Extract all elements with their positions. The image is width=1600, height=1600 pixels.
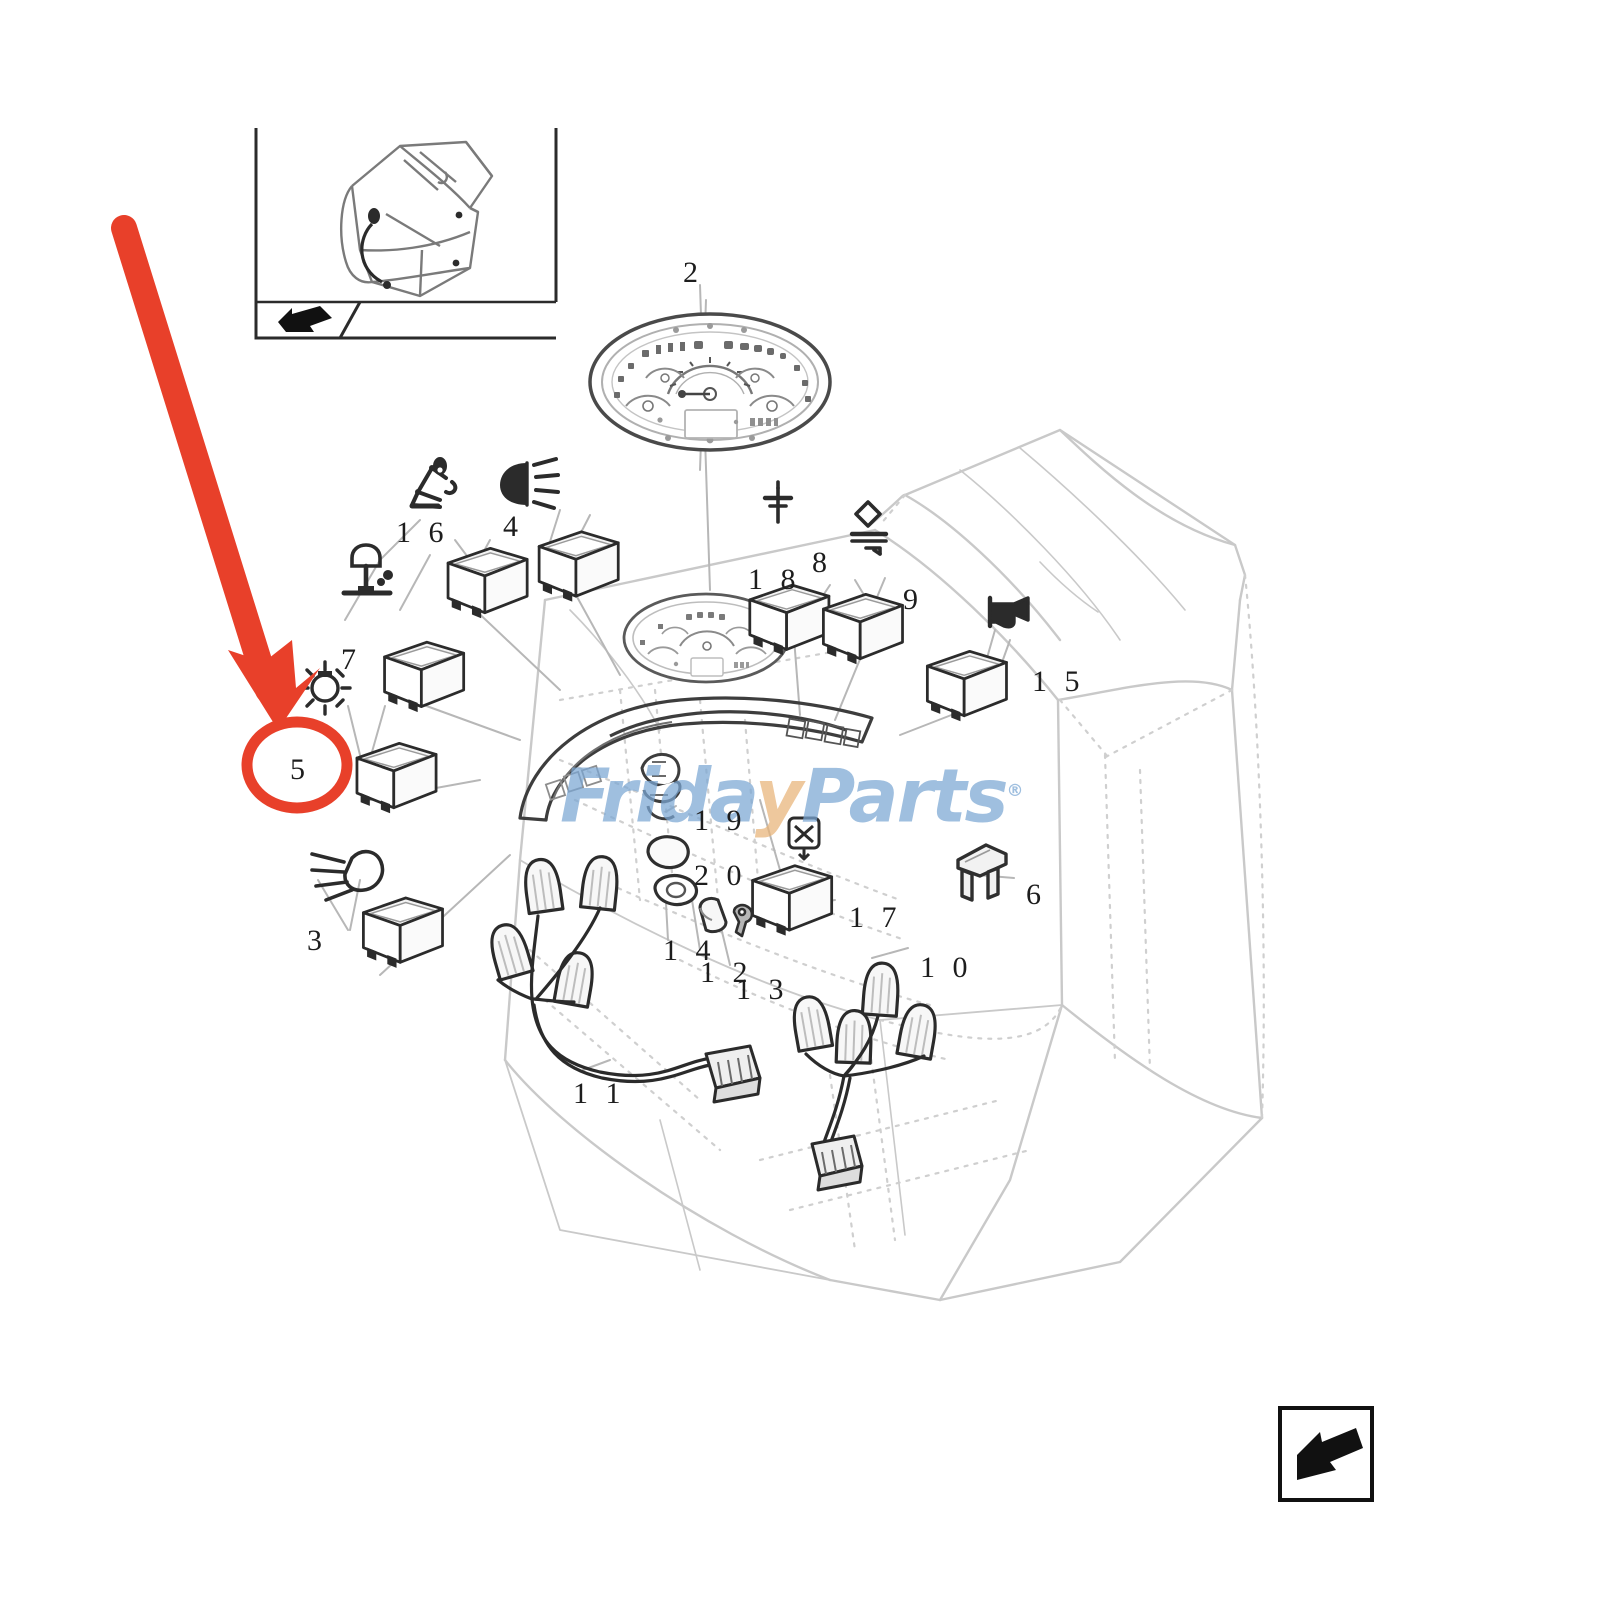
callout-relay-bracket: 6 xyxy=(1026,878,1046,911)
switch-blank-icon xyxy=(787,816,821,861)
callout-rocker-switch-boom-light: 1 6 xyxy=(396,516,449,549)
lock-barrel-14 xyxy=(653,874,699,907)
callout-rocker-switch-cab-light: 5 xyxy=(290,753,310,786)
callout-rocker-switch-work-lamp: 4 xyxy=(503,510,523,543)
washer-diamond-icon xyxy=(849,500,889,556)
callout-rocker-switch-blank: 1 7 xyxy=(849,901,902,934)
callout-switch-panel-bezel: 1 9 xyxy=(694,804,747,837)
highlight-arrow xyxy=(111,215,320,730)
callout-rocker-switch-horn: 1 5 xyxy=(1032,665,1085,698)
callout-rocker-switch-beacon: 7 xyxy=(341,643,361,676)
head-lamp-beam-icon xyxy=(310,849,385,902)
callout-ignition-switch-housing: 2 0 xyxy=(694,859,747,892)
antenna-icon xyxy=(762,480,794,524)
ignition-housing-20 xyxy=(646,835,690,870)
callout-antenna-rod: 1 8 xyxy=(748,563,801,596)
highlight-circle xyxy=(241,716,353,814)
callout-ignition-lock-barrel: 1 4 xyxy=(663,934,716,967)
callout-wiring-harness-four-way: 1 0 xyxy=(920,951,973,984)
callout-ignition-key: 1 3 xyxy=(736,973,789,1006)
panel-bezel-19-detail xyxy=(650,761,668,796)
callout-rocker-switch-washer: 9 xyxy=(903,583,923,616)
ignition-key-13 xyxy=(732,903,754,938)
callout-wiring-harness-five-way: 1 1 xyxy=(573,1077,626,1110)
panel-bezel-19 xyxy=(640,753,682,821)
callout-rocker-switch-wiper: 8 xyxy=(812,546,832,579)
work-lamp-beam-icon xyxy=(500,457,560,510)
beacon-lamp-icon xyxy=(341,543,393,596)
direction-arrow-icon xyxy=(278,306,332,332)
callout-instrument-cluster-main: 2 xyxy=(683,256,703,289)
excavator-arm-icon xyxy=(409,457,458,509)
horn-icon xyxy=(987,595,1030,629)
callout-key-sleeve: 1 2 xyxy=(700,956,753,989)
key-sleeve-12 xyxy=(698,896,728,934)
dome-light-icon xyxy=(298,660,352,716)
direction-arrow-icon xyxy=(1297,1428,1363,1480)
callout-rocker-switch-head-lamp: 3 xyxy=(307,924,327,957)
